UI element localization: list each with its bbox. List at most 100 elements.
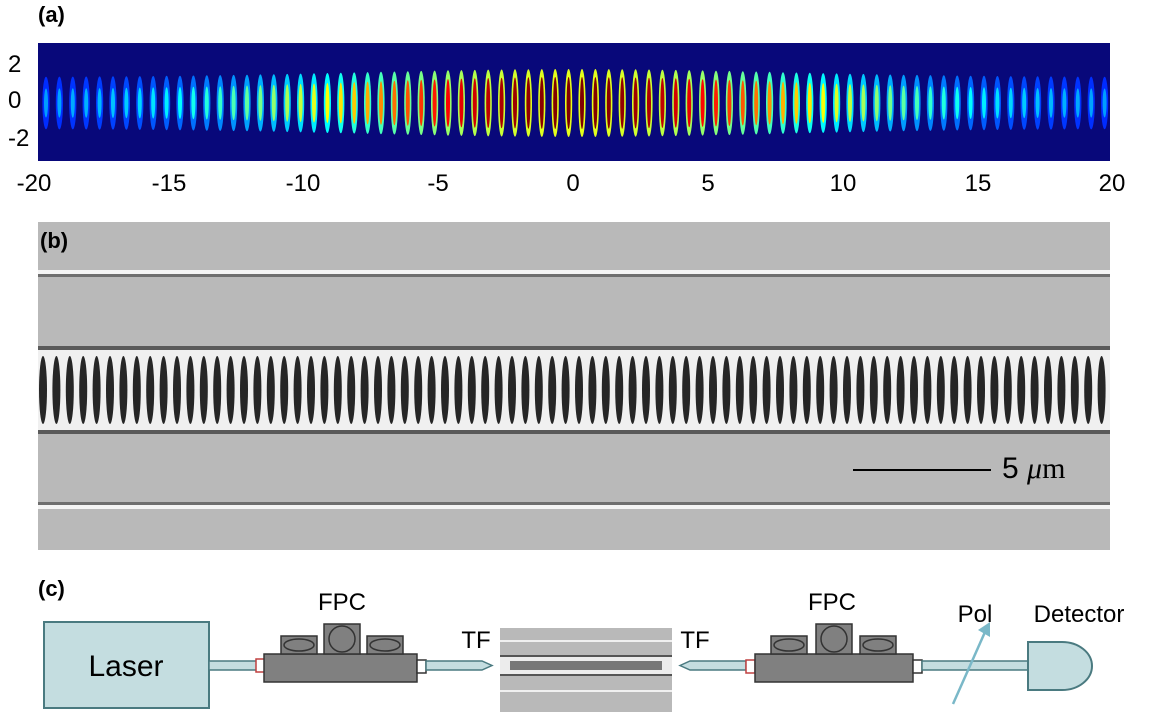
field-stripe-core <box>754 80 759 126</box>
crystal-hole <box>628 356 637 424</box>
field-stripe-core <box>593 77 598 129</box>
crystal-hole <box>990 356 999 424</box>
tapered-fiber-left <box>425 660 494 671</box>
field-stripe-core <box>660 78 665 128</box>
field-stripe-core <box>486 78 491 128</box>
heatmap-background <box>38 43 1110 161</box>
crystal-hole <box>266 356 275 424</box>
field-stripe-core <box>446 79 450 127</box>
crystal-hole <box>950 356 959 424</box>
field-stripe-core <box>740 80 745 126</box>
field-stripe-core <box>888 85 893 121</box>
crystal-hole <box>1070 356 1079 424</box>
field-stripe-core <box>392 80 397 126</box>
crystal-hole <box>749 356 758 424</box>
fpc-paddle-loop <box>862 638 894 652</box>
field-stripe-core <box>995 87 1000 119</box>
field-stripe-core <box>687 78 692 128</box>
photonic-crystal-holes <box>39 356 1106 424</box>
field-stripe-core <box>1062 88 1067 118</box>
crystal-hole <box>307 356 315 424</box>
crystal-hole <box>387 356 396 424</box>
field-stripe-core <box>204 86 209 120</box>
field-stripe-core <box>714 79 718 127</box>
field-stripe-core <box>44 88 48 118</box>
field-stripe-core <box>245 85 249 121</box>
heatmap-stripes <box>42 69 1109 137</box>
fpc-paddle-loop <box>369 638 401 652</box>
field-stripe-core <box>258 85 263 121</box>
fpc-right-label: FPC <box>808 589 856 616</box>
crystal-hole <box>374 356 382 424</box>
fpc-paddle-loop <box>328 625 356 653</box>
crystal-hole <box>883 356 892 424</box>
fiber-connector <box>745 659 756 674</box>
field-stripe-core <box>901 85 906 121</box>
crystal-hole <box>481 356 490 424</box>
field-stripe-core <box>218 86 223 120</box>
crystal-hole <box>213 356 222 424</box>
crystal-hole <box>642 356 650 424</box>
panel-a-label: (a) <box>38 2 65 27</box>
field-stripe-core <box>767 81 772 125</box>
crystal-hole <box>253 356 262 424</box>
crystal-hole <box>1003 356 1012 424</box>
crystal-hole <box>441 356 449 424</box>
crystal-hole <box>843 356 851 424</box>
crystal-hole <box>548 356 557 424</box>
crystal-hole <box>199 356 208 424</box>
field-stripe-core <box>191 86 196 120</box>
crystal-hole <box>789 356 798 424</box>
crystal-hole <box>173 356 181 424</box>
field-stripe-core <box>111 88 115 118</box>
crystal-hole <box>39 356 47 424</box>
crystal-hole <box>106 356 114 424</box>
field-stripe-core <box>727 79 732 127</box>
field-stripe-core <box>553 77 558 129</box>
laser-box <box>43 621 210 709</box>
scale-unit-m: m <box>1042 452 1066 485</box>
field-stripe-core <box>124 87 129 119</box>
tf-left-label: TF <box>461 627 490 654</box>
crystal-hole <box>534 356 543 424</box>
crystal-hole <box>869 356 878 424</box>
field-stripe-core <box>271 84 276 122</box>
crystal-hole <box>896 356 905 424</box>
crystal-hole <box>52 356 61 424</box>
crystal-hole <box>735 356 744 424</box>
device-inset-edge <box>500 640 672 642</box>
field-stripe-core <box>633 77 638 129</box>
crystal-hole <box>414 356 423 424</box>
field-stripe-core <box>84 88 89 118</box>
crystal-hole <box>1097 356 1106 424</box>
polarizer-arrow <box>951 631 987 705</box>
setup-schematic: Laser FPC TF TF FPC Pol Detector <box>43 589 1124 712</box>
crystal-hole <box>360 356 369 424</box>
field-stripe-core <box>874 84 879 122</box>
fiber-segment <box>921 660 1029 671</box>
field-stripe-core <box>781 81 785 125</box>
laser-label: Laser <box>88 650 163 683</box>
field-stripe-core <box>566 77 571 129</box>
crystal-hole <box>79 356 88 424</box>
field-stripe-core <box>137 87 142 119</box>
crystal-hole <box>588 356 597 424</box>
field-stripe-core <box>1075 88 1080 118</box>
x-tick-label: -5 <box>427 170 449 197</box>
fiber-connector <box>912 659 923 674</box>
device-inset-edge <box>500 674 672 676</box>
field-stripe-core <box>673 78 678 128</box>
panel-c-label: (c) <box>38 576 65 601</box>
field-stripe-core <box>982 87 986 119</box>
pol-label: Pol <box>958 601 993 628</box>
crystal-hole <box>132 356 141 424</box>
crystal-hole <box>910 356 918 424</box>
panel-b-label: (b) <box>40 228 69 253</box>
field-stripe-core <box>432 79 437 127</box>
crystal-hole <box>320 356 329 424</box>
field-stripe-core <box>941 86 946 120</box>
field-stripe-core <box>472 78 477 128</box>
device-inset-holes <box>510 661 662 670</box>
field-stripe-core <box>794 82 799 124</box>
x-tick-label: -15 <box>151 170 187 197</box>
